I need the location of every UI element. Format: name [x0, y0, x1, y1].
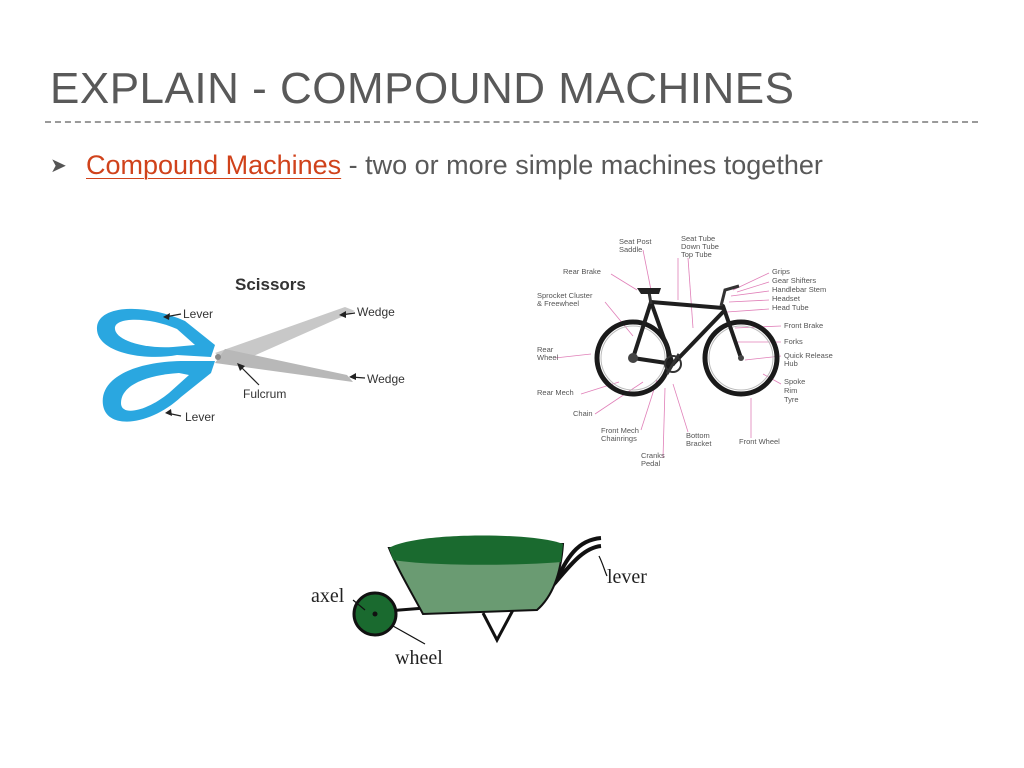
bike-label-front-mech-2: Chainrings — [601, 434, 637, 443]
wheelbarrow-label-wheel: wheel — [395, 647, 443, 669]
scissors-label-lever-top: Lever — [183, 307, 213, 321]
bike-label-sprocket-1: Sprocket Cluster — [537, 291, 593, 300]
scissors-label-wedge-top: Wedge — [357, 305, 395, 319]
scissors-illustration: Scissors Lever Lever Wedge Wedge Fulcrum — [96, 275, 405, 424]
bike-label-rear-wheel-2: Wheel — [537, 353, 559, 362]
bike-label-headset: Headset — [772, 294, 801, 303]
bike-label-tyre: Tyre — [784, 395, 799, 404]
bike-label-seat-post: Seat Post — [619, 237, 652, 246]
bike-label-front-brake: Front Brake — [784, 321, 823, 330]
bike-label-front-wheel: Front Wheel — [739, 437, 780, 446]
bullet-definition: - two or more simple machines together — [341, 150, 823, 180]
wheelbarrow-illustration: axel lever wheel — [311, 535, 647, 669]
bicycle-figure: Seat Post Saddle Seat Tube Down Tube Top… — [533, 228, 853, 476]
bike-label-cranks: Cranks — [641, 451, 665, 460]
bike-label-rim: Rim — [784, 386, 797, 395]
scissors-top-blade — [215, 307, 355, 365]
bike-label-bottom-bracket-1: Bottom — [686, 431, 710, 440]
scissors-pivot — [215, 354, 221, 360]
bike-label-saddle: Saddle — [619, 245, 642, 254]
bike-label-chain: Chain — [573, 409, 593, 418]
bike-label-top-tube: Top Tube — [681, 250, 712, 259]
bike-label-quick-release-2: Hub — [784, 359, 798, 368]
compound-machines-link[interactable]: Compound Machines — [86, 150, 342, 180]
bike-label-rear-mech: Rear Mech — [537, 388, 574, 397]
wheelbarrow-leg — [481, 609, 515, 644]
saddle — [637, 288, 661, 294]
chainring — [664, 355, 682, 373]
scissors-heading: Scissors — [235, 275, 306, 294]
bike-label-down-tube: Down Tube — [681, 242, 719, 251]
arrowhead-bullet-icon: ➤ — [50, 155, 67, 177]
bike-label-sprocket-2: & Freewheel — [537, 299, 579, 308]
crank — [665, 353, 681, 375]
front-wheel — [702, 319, 780, 397]
bike-label-spoke: Spoke — [784, 377, 805, 386]
bike-label-handlebar-stem: Handlebar Stem — [772, 285, 826, 294]
wheelbarrow-label-axel: axel — [311, 585, 345, 607]
scissors-label-lever-bottom: Lever — [185, 410, 215, 424]
callout-lines — [554, 249, 782, 459]
bike-label-bottom-bracket-2: Bracket — [686, 439, 712, 448]
bicycle-drawing — [594, 284, 780, 397]
bullet-item: ➤ Compound Machines - two or more simple … — [50, 150, 823, 181]
bike-label-forks: Forks — [784, 337, 803, 346]
bike-label-seat-tube: Seat Tube — [681, 234, 715, 243]
bike-label-rear-wheel-1: Rear — [537, 345, 554, 354]
scissors-label-wedge-bottom: Wedge — [367, 372, 405, 386]
wheelbarrow-label-lever: lever — [607, 566, 647, 588]
scissors-label-fulcrum: Fulcrum — [243, 387, 286, 401]
bike-label-head-tube: Head Tube — [772, 303, 809, 312]
bicycle-illustration: Seat Post Saddle Seat Tube Down Tube Top… — [533, 228, 853, 476]
title-divider — [45, 121, 978, 123]
slide-title: EXPLAIN - COMPOUND MACHINES — [50, 64, 795, 113]
bike-label-pedal: Pedal — [641, 459, 661, 468]
wheelbarrow-figure: axel lever wheel — [305, 528, 665, 678]
scissors-figure: Scissors Lever Lever Wedge Wedge Fulcrum — [85, 265, 425, 445]
wheelbarrow-load — [389, 535, 563, 565]
bike-label-gear-shifters: Gear Shifters — [772, 276, 816, 285]
bike-label-rear-brake: Rear Brake — [563, 267, 601, 276]
scissors-bottom-blade — [215, 349, 353, 382]
bike-label-quick-release-1: Quick Release — [784, 351, 833, 360]
bike-label-front-mech-1: Front Mech — [601, 426, 639, 435]
handlebar — [719, 284, 740, 307]
bike-label-grips: Grips — [772, 267, 790, 276]
